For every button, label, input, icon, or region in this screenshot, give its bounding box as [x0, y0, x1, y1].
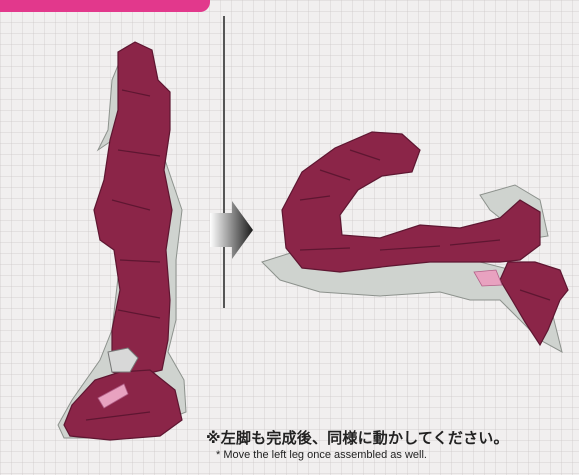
section-header-tab: [0, 0, 210, 12]
leg-bent-figure: [261, 131, 569, 353]
step-divider: [223, 16, 225, 308]
arrow-right-icon: [210, 201, 253, 259]
note-english: * Move the left leg once assembled as we…: [216, 449, 427, 461]
leg-straight-figure: [57, 41, 187, 441]
note-japanese: ※左脚も完成後、同様に動かしてください。: [206, 429, 509, 447]
